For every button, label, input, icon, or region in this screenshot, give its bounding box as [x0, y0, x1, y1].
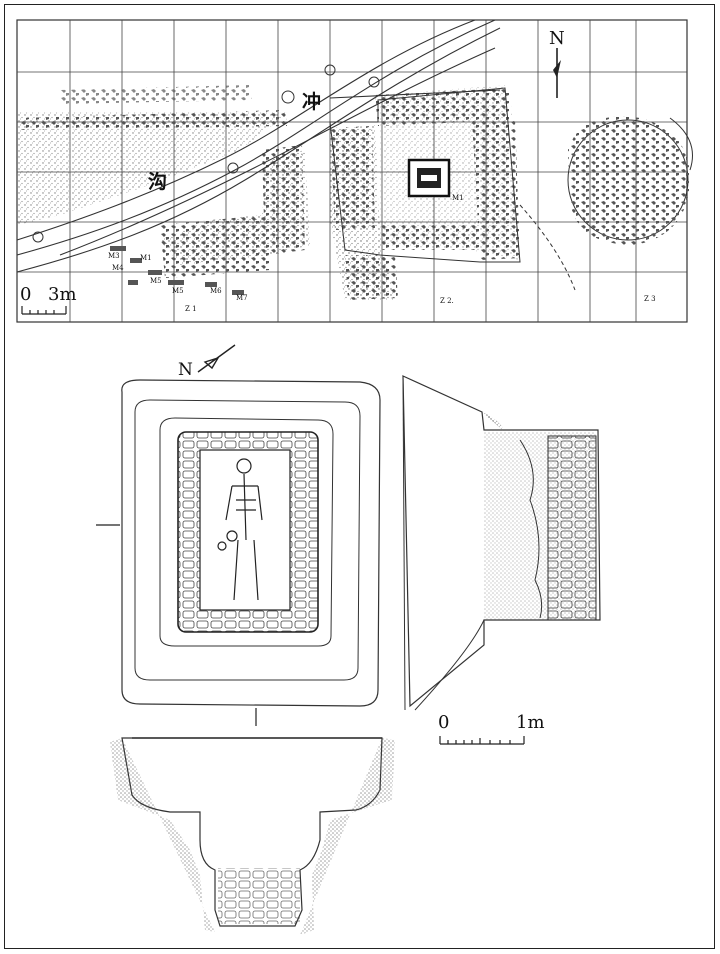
scale-ruler-icon [439, 736, 525, 745]
gully-label-2: 沟 [148, 170, 167, 193]
site-scale-value: 3m [48, 284, 77, 305]
burial-label: M5 [172, 287, 184, 295]
burial-label: M1 [140, 254, 152, 262]
burial-label: M5 [150, 277, 162, 285]
site-scale-zero: 0 [20, 284, 31, 305]
burial-label: M4 [112, 264, 124, 272]
tomb-scale-value: 1m [516, 712, 545, 733]
tomb-label: M1 [452, 194, 464, 202]
stone-scatter [20, 85, 520, 300]
base-chamber-stones [218, 868, 300, 924]
section-profile-right [402, 375, 601, 708]
site-scale-bar: 0 3m [20, 284, 77, 315]
burial-label: M6 [210, 287, 222, 295]
site-north-label: N [549, 28, 565, 49]
scale-ruler-icon [21, 306, 67, 315]
pit-outline-middle [134, 399, 361, 681]
figure-frame [4, 4, 715, 949]
burial-label: M3 [108, 252, 120, 260]
burial-label: M7 [236, 294, 248, 302]
skeleton-remains [217, 458, 263, 601]
pit-outline-outer [121, 379, 381, 707]
gully-markers [32, 64, 380, 243]
zone-label-z1: Z 1 [185, 305, 197, 313]
zone-label-z2: Z 2. [440, 297, 454, 305]
tomb-scale-bar: 0 1m [438, 712, 545, 745]
tomb-north-arrow: N [178, 344, 236, 380]
gully-label-1: 冲 [302, 90, 321, 113]
site-north-arrow: N [549, 28, 565, 98]
site-plan: M1 M3 M1 M4 M5 M5 M6 M7 冲 沟 [16, 19, 693, 323]
tomb-plan: N [96, 344, 601, 935]
z3-mound [567, 116, 693, 245]
north-arrow-icon [197, 344, 236, 373]
small-burials [110, 246, 244, 295]
tomb-north-label: N [178, 360, 193, 380]
coffin-outline [199, 449, 291, 611]
pit-outline-inner [159, 417, 334, 647]
tomb-m1-marker [407, 158, 451, 198]
burial-labels: M3 M1 M4 M5 M5 M6 M7 [108, 252, 248, 302]
wall-stones [547, 435, 597, 621]
z2-enclosure [329, 87, 521, 263]
z3-boundary-arc [519, 204, 576, 291]
zone-label-z3: Z 3 [644, 295, 656, 303]
tomb-scale-zero: 0 [438, 712, 449, 733]
section-profile-bottom [110, 737, 395, 935]
section-edge [402, 375, 406, 711]
